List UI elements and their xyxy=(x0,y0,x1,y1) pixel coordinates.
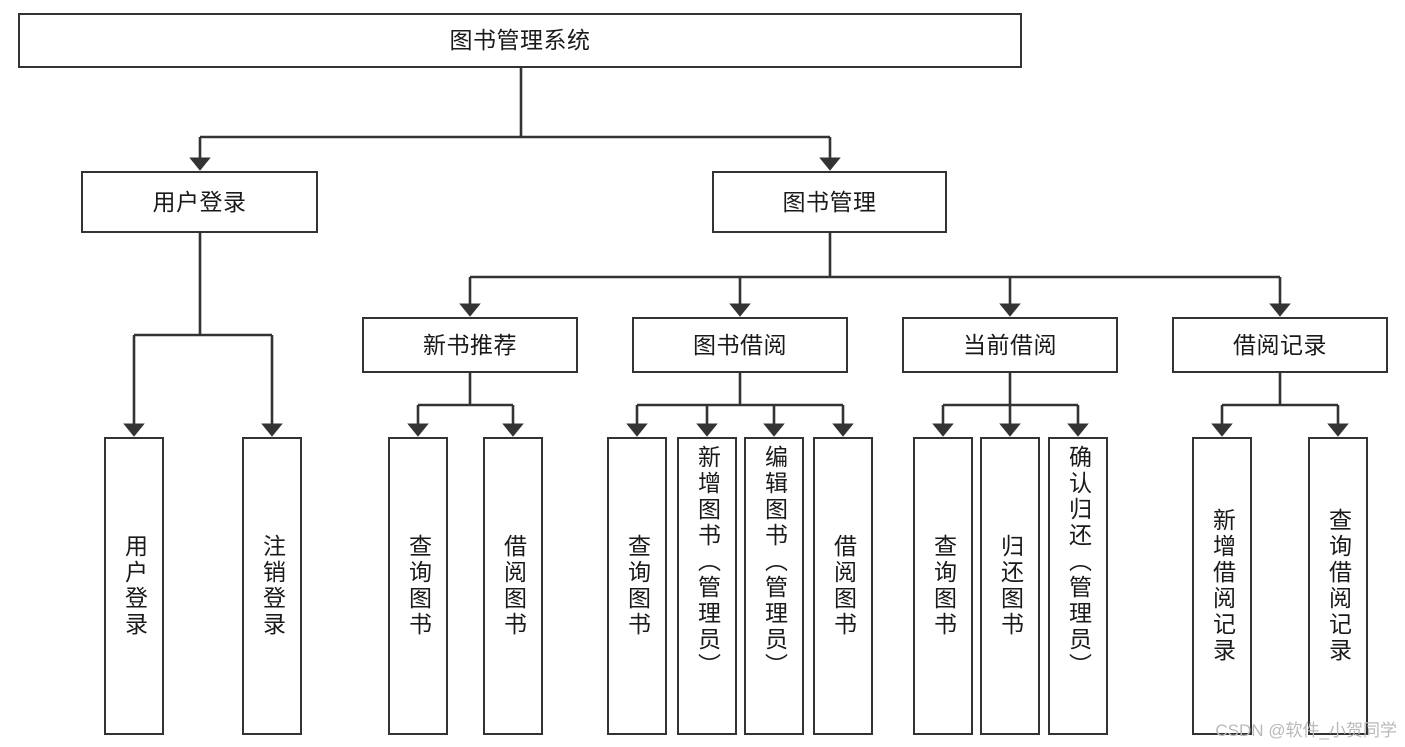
leaf-current-query-books-label: 查询图书 xyxy=(930,534,957,638)
leaf-borrow-lend-books-label: 借阅图书 xyxy=(830,534,857,638)
leaf-current-confirm-return-admin[interactable]: 确认归还（管理员） xyxy=(1048,437,1108,735)
node-root-system-label: 图书管理系统 xyxy=(449,27,591,54)
node-borrow-records[interactable]: 借阅记录 xyxy=(1172,317,1388,373)
node-current-borrowing-label: 当前借阅 xyxy=(963,331,1057,358)
leaf-current-return-books[interactable]: 归还图书 xyxy=(980,437,1040,735)
leaf-user-login-label: 用户登录 xyxy=(121,534,148,638)
node-user-login-label: 用户登录 xyxy=(152,188,247,215)
leaf-borrow-add-book-admin[interactable]: 新增图书（管理员） xyxy=(677,437,737,735)
node-root-system[interactable]: 图书管理系统 xyxy=(18,13,1022,68)
leaf-borrow-edit-book-admin-label: 编辑图书（管理员） xyxy=(761,445,788,679)
node-book-management-label: 图书管理 xyxy=(782,188,877,215)
leaf-borrow-query-books-label: 查询图书 xyxy=(624,534,651,638)
leaf-current-query-books[interactable]: 查询图书 xyxy=(913,437,973,735)
leaf-records-query-record[interactable]: 查询借阅记录 xyxy=(1308,437,1368,735)
node-book-management[interactable]: 图书管理 xyxy=(712,171,947,233)
leaf-logout-label: 注销登录 xyxy=(259,534,286,638)
node-borrow-records-label: 借阅记录 xyxy=(1233,331,1327,358)
node-user-login[interactable]: 用户登录 xyxy=(81,171,318,233)
leaf-newbook-borrow-books[interactable]: 借阅图书 xyxy=(483,437,543,735)
leaf-current-confirm-return-admin-label: 确认归还（管理员） xyxy=(1065,445,1092,679)
leaf-newbook-borrow-books-label: 借阅图书 xyxy=(500,534,527,638)
leaf-borrow-add-book-admin-label: 新增图书（管理员） xyxy=(694,445,721,679)
leaf-records-add-record-label: 新增借阅记录 xyxy=(1209,508,1236,664)
node-new-book-recommendation-label: 新书推荐 xyxy=(423,331,517,358)
leaf-newbook-query-books-label: 查询图书 xyxy=(405,534,432,638)
leaf-borrow-edit-book-admin[interactable]: 编辑图书（管理员） xyxy=(744,437,804,735)
node-book-borrowing-label: 图书借阅 xyxy=(693,331,787,358)
leaf-records-add-record[interactable]: 新增借阅记录 xyxy=(1192,437,1252,735)
leaf-current-return-books-label: 归还图书 xyxy=(997,534,1024,638)
node-book-borrowing[interactable]: 图书借阅 xyxy=(632,317,848,373)
leaf-newbook-query-books[interactable]: 查询图书 xyxy=(388,437,448,735)
node-new-book-recommendation[interactable]: 新书推荐 xyxy=(362,317,578,373)
leaf-records-query-record-label: 查询借阅记录 xyxy=(1325,508,1352,664)
leaf-user-login[interactable]: 用户登录 xyxy=(104,437,164,735)
node-current-borrowing[interactable]: 当前借阅 xyxy=(902,317,1118,373)
leaf-borrow-lend-books[interactable]: 借阅图书 xyxy=(813,437,873,735)
leaf-logout[interactable]: 注销登录 xyxy=(242,437,302,735)
leaf-borrow-query-books[interactable]: 查询图书 xyxy=(607,437,667,735)
